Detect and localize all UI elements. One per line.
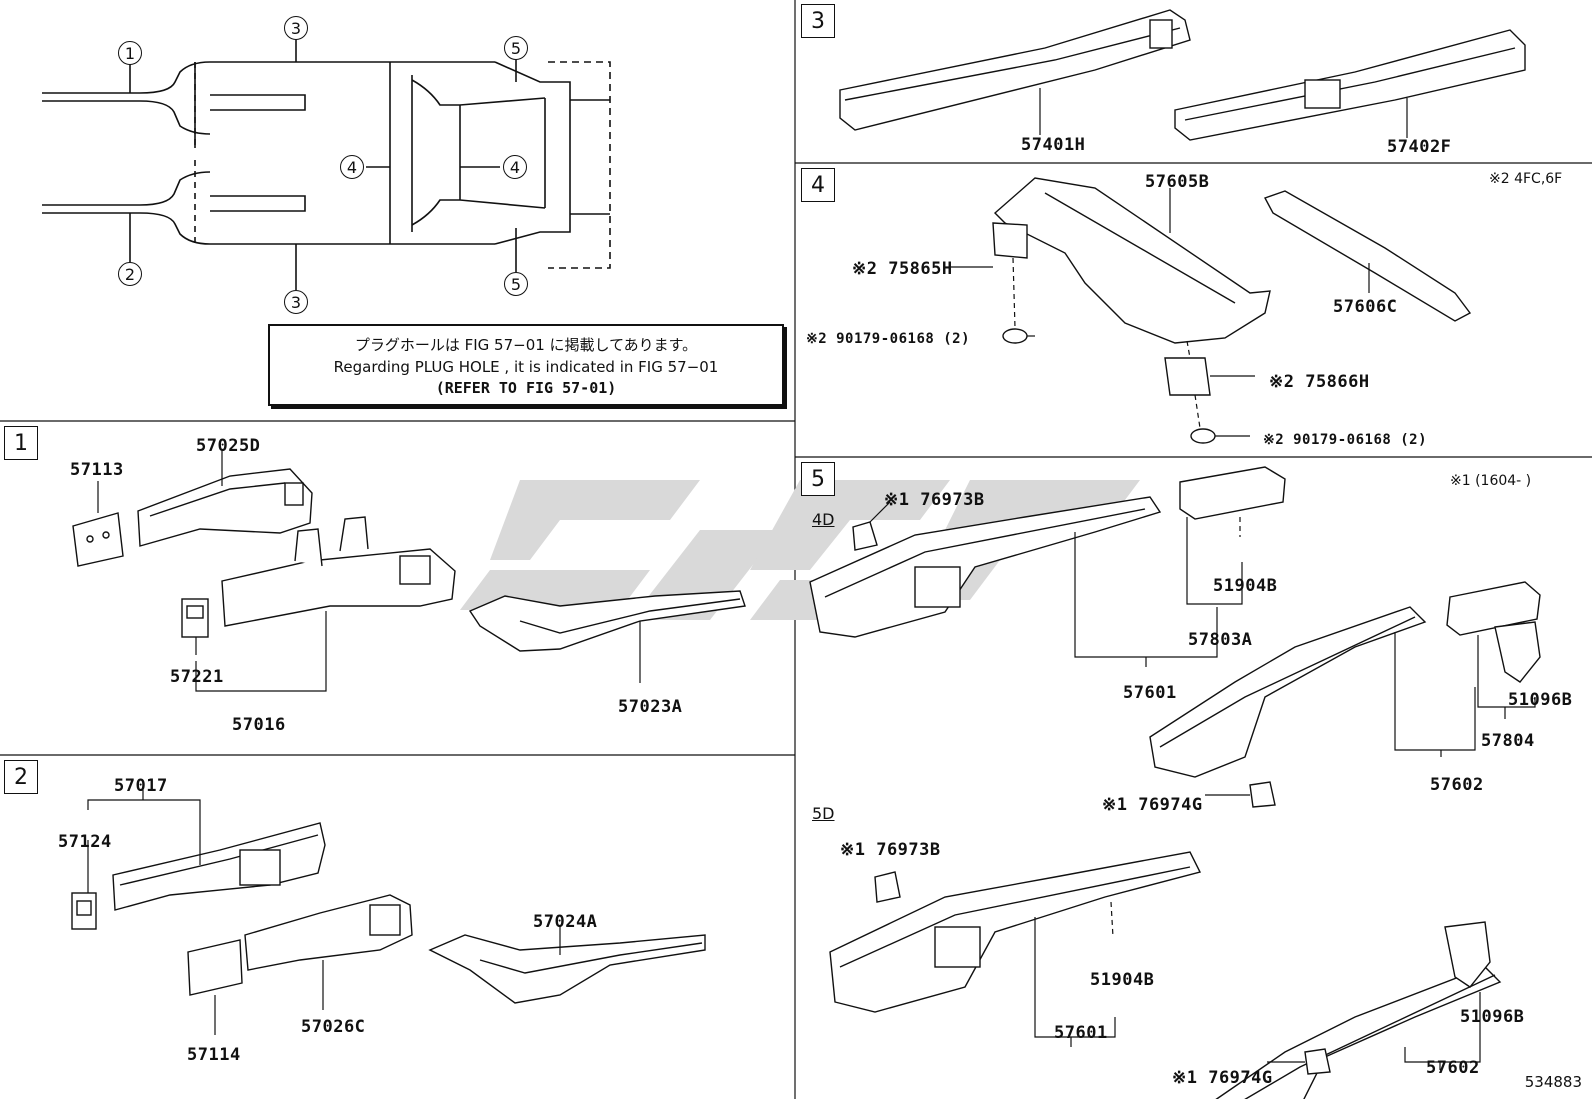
part-4d-57804: 57804 — [1481, 731, 1535, 751]
part-90179-06168-upper: ※2 90179-06168 (2) — [806, 331, 971, 347]
part-90179-06168-lower: ※2 90179-06168 (2) — [1263, 432, 1428, 448]
overview-callout-1: 1 — [118, 41, 142, 65]
section-3-drawings — [839, 9, 1526, 141]
part-5d-51904B: 51904B — [1090, 970, 1155, 990]
part-5d-76973B: ※1 76973B — [840, 840, 941, 860]
chassis-overview-diagram — [42, 38, 611, 290]
variant-4d-label: 4D — [812, 510, 835, 529]
section-2-marker: 2 — [4, 760, 38, 794]
part-75866H: ※2 75866H — [1269, 372, 1370, 392]
plug-hole-note-reference: (REFER TO FIG 57-01) — [435, 378, 617, 397]
part-5d-57601: 57601 — [1054, 1023, 1108, 1043]
part-57026C: 57026C — [301, 1017, 366, 1037]
section-5-applicability: ※1 (1604- ) — [1450, 473, 1532, 489]
section-4-marker: 4 — [801, 168, 835, 202]
overview-callout-3-bottom: 3 — [284, 290, 308, 314]
overview-callout-4-left: 4 — [340, 155, 364, 179]
part-57221: 57221 — [170, 667, 224, 687]
part-5d-76974G: ※1 76974G — [1172, 1068, 1273, 1088]
part-4d-57803A: 57803A — [1188, 630, 1253, 650]
figure-number: 534883 — [1524, 1073, 1582, 1091]
part-4d-57602: 57602 — [1430, 775, 1484, 795]
section-3-marker: 3 — [801, 4, 835, 38]
part-57017: 57017 — [114, 776, 168, 796]
plug-hole-note: プラグホールは FIG 57−01 に掲載してあります。 Regarding P… — [268, 324, 784, 406]
plug-hole-note-japanese: プラグホールは FIG 57−01 に掲載してあります。 — [354, 335, 698, 354]
overview-callout-4-right: 4 — [503, 155, 527, 179]
plug-hole-note-english: Regarding PLUG HOLE , it is indicated in… — [333, 357, 719, 376]
section-5-marker: 5 — [801, 462, 835, 496]
part-5d-57602: 57602 — [1426, 1058, 1480, 1078]
part-5d-51096B: 51096B — [1460, 1007, 1525, 1027]
overview-callout-3-top: 3 — [284, 16, 308, 40]
variant-5d-label: 5D — [812, 804, 835, 823]
part-57401H: 57401H — [1021, 135, 1086, 155]
part-57606C: 57606C — [1333, 297, 1398, 317]
overview-callout-2: 2 — [118, 262, 142, 286]
part-57124: 57124 — [58, 832, 112, 852]
part-57023A: 57023A — [618, 697, 683, 717]
section-1-drawings — [72, 451, 746, 692]
overview-callout-5-bottom: 5 — [504, 272, 528, 296]
section-1-marker: 1 — [4, 426, 38, 460]
part-57016: 57016 — [232, 715, 286, 735]
part-57024A: 57024A — [533, 912, 598, 932]
section-5-drawings — [809, 466, 1541, 1099]
part-57025D: 57025D — [196, 436, 261, 456]
part-4d-51904B: 51904B — [1213, 576, 1278, 596]
section-2-drawings — [71, 790, 706, 1035]
part-4d-76973B: ※1 76973B — [884, 490, 985, 510]
part-57402F: 57402F — [1387, 137, 1452, 157]
part-4d-57601: 57601 — [1123, 683, 1177, 703]
part-57114: 57114 — [187, 1045, 241, 1065]
section-4-applicability: ※2 4FC,6F — [1489, 171, 1563, 187]
part-75865H: ※2 75865H — [852, 259, 953, 279]
section-4-drawings — [950, 177, 1472, 444]
part-4d-51096B: 51096B — [1508, 690, 1573, 710]
part-57605B: 57605B — [1145, 172, 1210, 192]
overview-callout-5-top: 5 — [504, 36, 528, 60]
part-4d-76974G: ※1 76974G — [1102, 795, 1203, 815]
part-57113: 57113 — [70, 460, 124, 480]
